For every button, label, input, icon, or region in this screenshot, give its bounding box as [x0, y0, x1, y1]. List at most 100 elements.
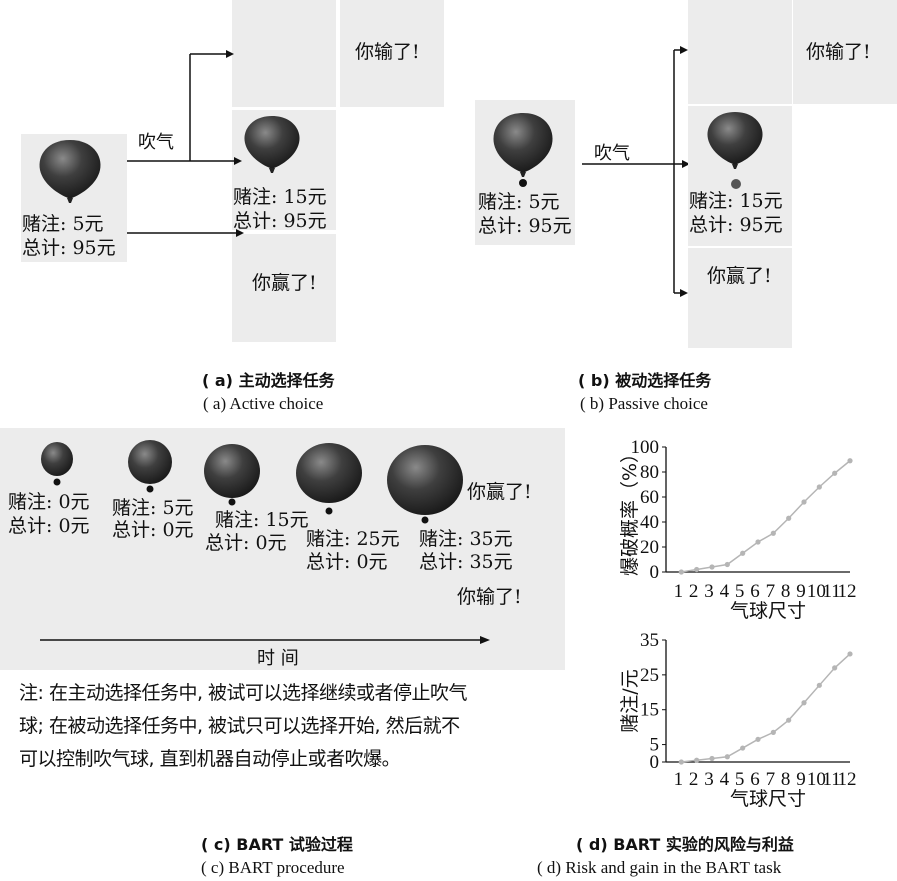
- note-line-1: 注: 在主动选择任务中, 被试可以选择继续或者停止吹气: [19, 682, 468, 704]
- panel-a-caption-en: ( a) Active choice: [203, 394, 324, 413]
- data-point: [724, 561, 730, 568]
- data-point: [724, 754, 730, 760]
- panel-b-lose-screen: [688, 0, 792, 104]
- panel-a-next-bet: 赌注: 15元: [233, 186, 327, 208]
- arrow-head-icon: [680, 46, 688, 54]
- balloon-icon: [128, 440, 172, 493]
- panel-a-caption-cn: ( a) 主动选择任务: [202, 371, 335, 390]
- data-point: [832, 470, 838, 476]
- x-tick-label: 9: [796, 769, 806, 790]
- x-tick-label: 6: [750, 769, 760, 790]
- panel-a-start-total: 总计: 95元: [22, 237, 116, 259]
- step-2-bet: 赌注: 5元: [112, 497, 194, 519]
- panel-c-caption-en: ( c) BART procedure: [201, 858, 345, 877]
- series-line: [681, 460, 851, 573]
- balloon-icon: [39, 140, 101, 203]
- panel-c-background: [0, 428, 565, 670]
- data-point: [801, 499, 807, 505]
- x-tick-label: 8: [781, 581, 791, 602]
- x-tick-label: 1: [674, 581, 684, 602]
- panel-b-next-bet: 赌注: 15元: [689, 190, 783, 212]
- step-5-total: 总计: 35元: [419, 551, 513, 573]
- x-tick-label: 10: [807, 769, 826, 790]
- panel-b-lose-text: 你输了!: [806, 41, 871, 63]
- data-point: [709, 564, 715, 570]
- x-tick-label: 12: [838, 769, 857, 790]
- x-tick-label: 12: [838, 581, 857, 602]
- step-1-total: 总计: 0元: [8, 515, 90, 537]
- data-point: [755, 736, 761, 742]
- panel-b-start-total: 总计: 95元: [478, 215, 572, 237]
- step-4-bet: 赌注: 25元: [306, 528, 400, 550]
- panel-c-caption-cn: ( c) BART 试验过程: [201, 835, 353, 854]
- x-tick-label: 11: [823, 769, 841, 790]
- y-tick-label: 100: [631, 437, 660, 458]
- panel-b-caption-cn: ( b) 被动选择任务: [578, 371, 712, 390]
- data-point: [678, 569, 684, 575]
- arrow-head-icon: [480, 636, 490, 644]
- arrow-head-icon: [234, 157, 242, 165]
- x-tick-label: 6: [750, 581, 760, 602]
- arrow-head-icon: [226, 50, 234, 58]
- panel-b-win-screen: [688, 248, 792, 348]
- y-tick-label: 60: [640, 487, 659, 508]
- arrow-head-icon: [236, 229, 244, 237]
- panel-c-lose-text: 你输了!: [457, 586, 522, 608]
- panel-a-lose-screen: [232, 0, 336, 107]
- step-4-total: 总计: 0元: [306, 551, 388, 573]
- data-point: [847, 651, 853, 657]
- y-tick-label: 80: [640, 462, 659, 483]
- panel-b-lose-screen-right: [793, 0, 897, 104]
- x-tick-label: 3: [704, 769, 714, 790]
- data-point: [770, 729, 776, 735]
- panel-a-lose-screen-right: [340, 0, 444, 107]
- y-tick-label: 35: [640, 630, 659, 651]
- data-point: [694, 757, 700, 763]
- x-tick-label: 7: [766, 581, 776, 602]
- data-point: [847, 458, 853, 464]
- panel-b-win-text: 你赢了!: [707, 265, 772, 287]
- data-point: [678, 759, 684, 765]
- arrow-head-icon: [680, 289, 688, 297]
- balloon-icon: [244, 116, 300, 173]
- data-point: [801, 700, 807, 706]
- x-tick-label: 3: [704, 581, 714, 602]
- y-tick-label: 40: [640, 512, 659, 533]
- data-point: [832, 665, 838, 671]
- y-tick-label: 25: [640, 665, 659, 686]
- data-point: [709, 755, 715, 762]
- time-axis-arrow: [40, 636, 490, 644]
- data-point: [816, 682, 822, 688]
- panel-b-action-label: 吹气: [594, 143, 630, 164]
- step-5-bet: 赌注: 35元: [419, 528, 513, 550]
- panel-d-caption-cn: ( d) BART 实验的风险与利益: [576, 835, 794, 854]
- panel-a-arrows: [127, 53, 240, 234]
- panel-a-win-screen: [232, 234, 336, 342]
- balloon-icon: [296, 443, 362, 515]
- step-1-bet: 赌注: 0元: [8, 491, 90, 513]
- data-point: [740, 550, 746, 556]
- panel-d-caption-en: ( d) Risk and gain in the BART task: [537, 858, 782, 877]
- step-2-total: 总计: 0元: [112, 519, 194, 541]
- step-3-total: 总计: 0元: [205, 532, 287, 554]
- data-point: [694, 566, 700, 573]
- y-tick-label: 15: [640, 700, 659, 721]
- panel-a-lose-text: 你输了!: [355, 41, 420, 63]
- balloon-icon: [707, 112, 763, 189]
- x-tick-label: 5: [735, 769, 745, 790]
- data-point: [755, 539, 761, 545]
- y-axis-label: 爆破概率（%）: [619, 444, 641, 576]
- x-tick-label: 1: [674, 769, 684, 790]
- data-point: [816, 484, 822, 490]
- y-tick-label: 0: [650, 752, 660, 773]
- panel-a-action-label: 吹气: [138, 132, 174, 153]
- data-point: [786, 717, 792, 723]
- balloon-icon: [41, 442, 73, 486]
- x-tick-label: 4: [720, 581, 730, 602]
- y-tick-label: 20: [640, 537, 659, 558]
- balloon-icon: [493, 113, 553, 187]
- data-point: [740, 745, 746, 751]
- x-axis-label: 气球尺寸: [730, 788, 806, 810]
